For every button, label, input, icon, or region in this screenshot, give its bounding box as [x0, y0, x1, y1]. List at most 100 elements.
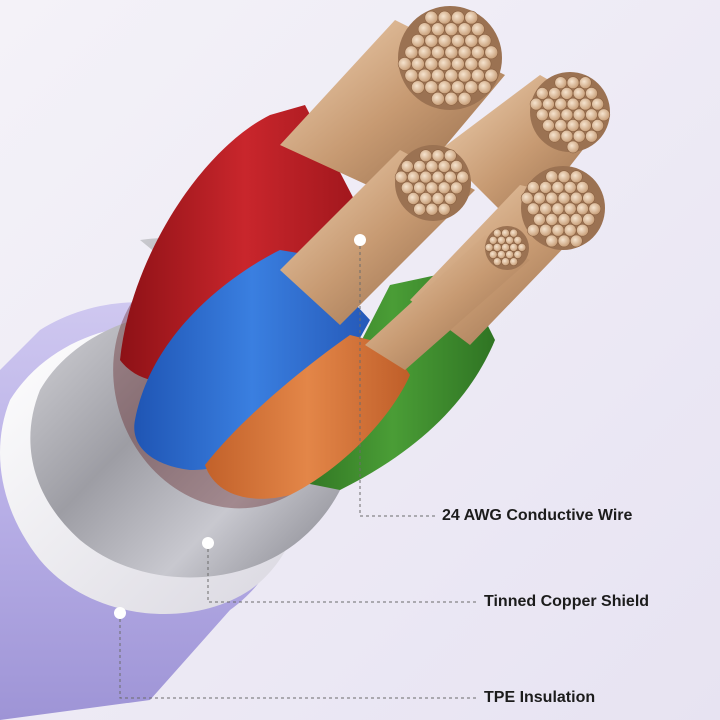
copper-strand: [444, 68, 459, 83]
copper-strand: [417, 45, 432, 60]
copper-strand: [404, 68, 419, 83]
copper-strand: [484, 243, 494, 252]
copper-strand: [424, 10, 439, 25]
copper-strand: [437, 202, 451, 216]
tpe-insulation-label: TPE Insulation: [484, 689, 596, 706]
copper-strand: [585, 87, 598, 100]
copper-strand: [517, 243, 527, 252]
copper-strand: [509, 257, 519, 266]
copper-strand: [419, 170, 433, 184]
copper-strand: [492, 228, 502, 238]
copper-strand: [545, 191, 559, 205]
shield-marker-dot: [202, 537, 214, 549]
copper-strand: [582, 213, 595, 226]
copper-strand: [566, 97, 580, 111]
copper-strand: [411, 80, 425, 94]
copper-strand: [591, 97, 604, 111]
copper-strand: [457, 68, 472, 83]
copper-strand: [557, 213, 571, 226]
copper-strand: [529, 97, 543, 111]
copper-strand: [437, 57, 452, 71]
strand-end-caps: [394, 6, 611, 270]
copper-strand: [551, 202, 565, 216]
copper-strand: [431, 91, 445, 106]
copper-strand: [566, 119, 580, 132]
copper-strand: [444, 22, 459, 36]
copper-strand: [582, 191, 595, 205]
copper-strand: [557, 191, 571, 205]
copper-strand: [533, 213, 546, 226]
copper-strand: [570, 234, 583, 248]
copper-strand: [451, 33, 465, 48]
orange-wire-insulation: [205, 335, 410, 499]
copper-strand: [505, 250, 514, 259]
copper-strand: [413, 202, 426, 216]
copper-strand: [488, 235, 498, 245]
copper-strand: [451, 80, 465, 94]
copper-strand: [404, 45, 419, 60]
copper-strand: [576, 223, 589, 237]
copper-strand: [451, 10, 465, 25]
copper-strand: [509, 228, 519, 238]
copper-strand: [400, 181, 414, 195]
copper-strand: [563, 202, 577, 216]
copper-strand: [563, 223, 577, 237]
copper-strand: [526, 181, 540, 194]
copper-strand: [533, 191, 546, 205]
copper-strand: [419, 192, 433, 205]
copper-strand: [457, 91, 472, 106]
conductor-leader-line: [359, 246, 436, 517]
copper-strand: [535, 87, 549, 100]
copper-strand: [539, 223, 552, 237]
copper-strand: [551, 223, 565, 237]
copper-strand: [542, 97, 555, 111]
copper-strand: [431, 192, 445, 205]
copper-strand: [437, 33, 452, 48]
copper-strand: [576, 202, 589, 216]
copper-strand: [501, 257, 510, 266]
copper-strand: [501, 228, 510, 238]
copper-strand: [542, 119, 555, 132]
copper-strand: [464, 33, 479, 48]
copper-strand: [431, 170, 445, 184]
copper-strand: [579, 76, 592, 90]
copper-strand: [566, 140, 580, 154]
copper-strand: [456, 170, 469, 184]
orange-copper-bundle: [365, 235, 530, 370]
copper-strand: [444, 192, 457, 205]
copper-strand: [548, 87, 561, 100]
copper-strand: [471, 68, 485, 83]
copper-strand: [437, 80, 452, 94]
copper-strand: [576, 181, 589, 194]
copper-strand: [557, 170, 571, 184]
copper-strand: [570, 191, 583, 205]
copper-strand: [554, 76, 568, 90]
copper-strand: [477, 80, 492, 94]
copper-strand: [425, 181, 439, 195]
copper-strand: [539, 202, 552, 216]
copper-strand: [477, 57, 492, 71]
copper-strand: [464, 57, 479, 71]
copper-strand: [444, 91, 459, 106]
copper-strand: [579, 97, 592, 111]
copper-strand: [597, 108, 611, 122]
copper-strand: [464, 10, 479, 25]
copper-strand: [424, 33, 439, 48]
copper-strand: [585, 129, 598, 143]
copper-strand: [425, 202, 439, 216]
copper-strand: [484, 45, 499, 60]
copper-strand: [417, 22, 432, 36]
copper-strand: [526, 223, 540, 237]
copper-strand: [413, 181, 426, 195]
copper-strand: [572, 129, 586, 143]
copper-strand: [551, 181, 565, 194]
copper-strand: [501, 243, 510, 252]
copper-strand: [570, 213, 583, 226]
copper-strand: [419, 149, 433, 163]
copper-strand: [451, 57, 465, 71]
copper-strand: [557, 234, 571, 248]
copper-strand: [425, 160, 439, 173]
copper-strand: [417, 68, 432, 83]
copper-strand: [407, 192, 420, 205]
